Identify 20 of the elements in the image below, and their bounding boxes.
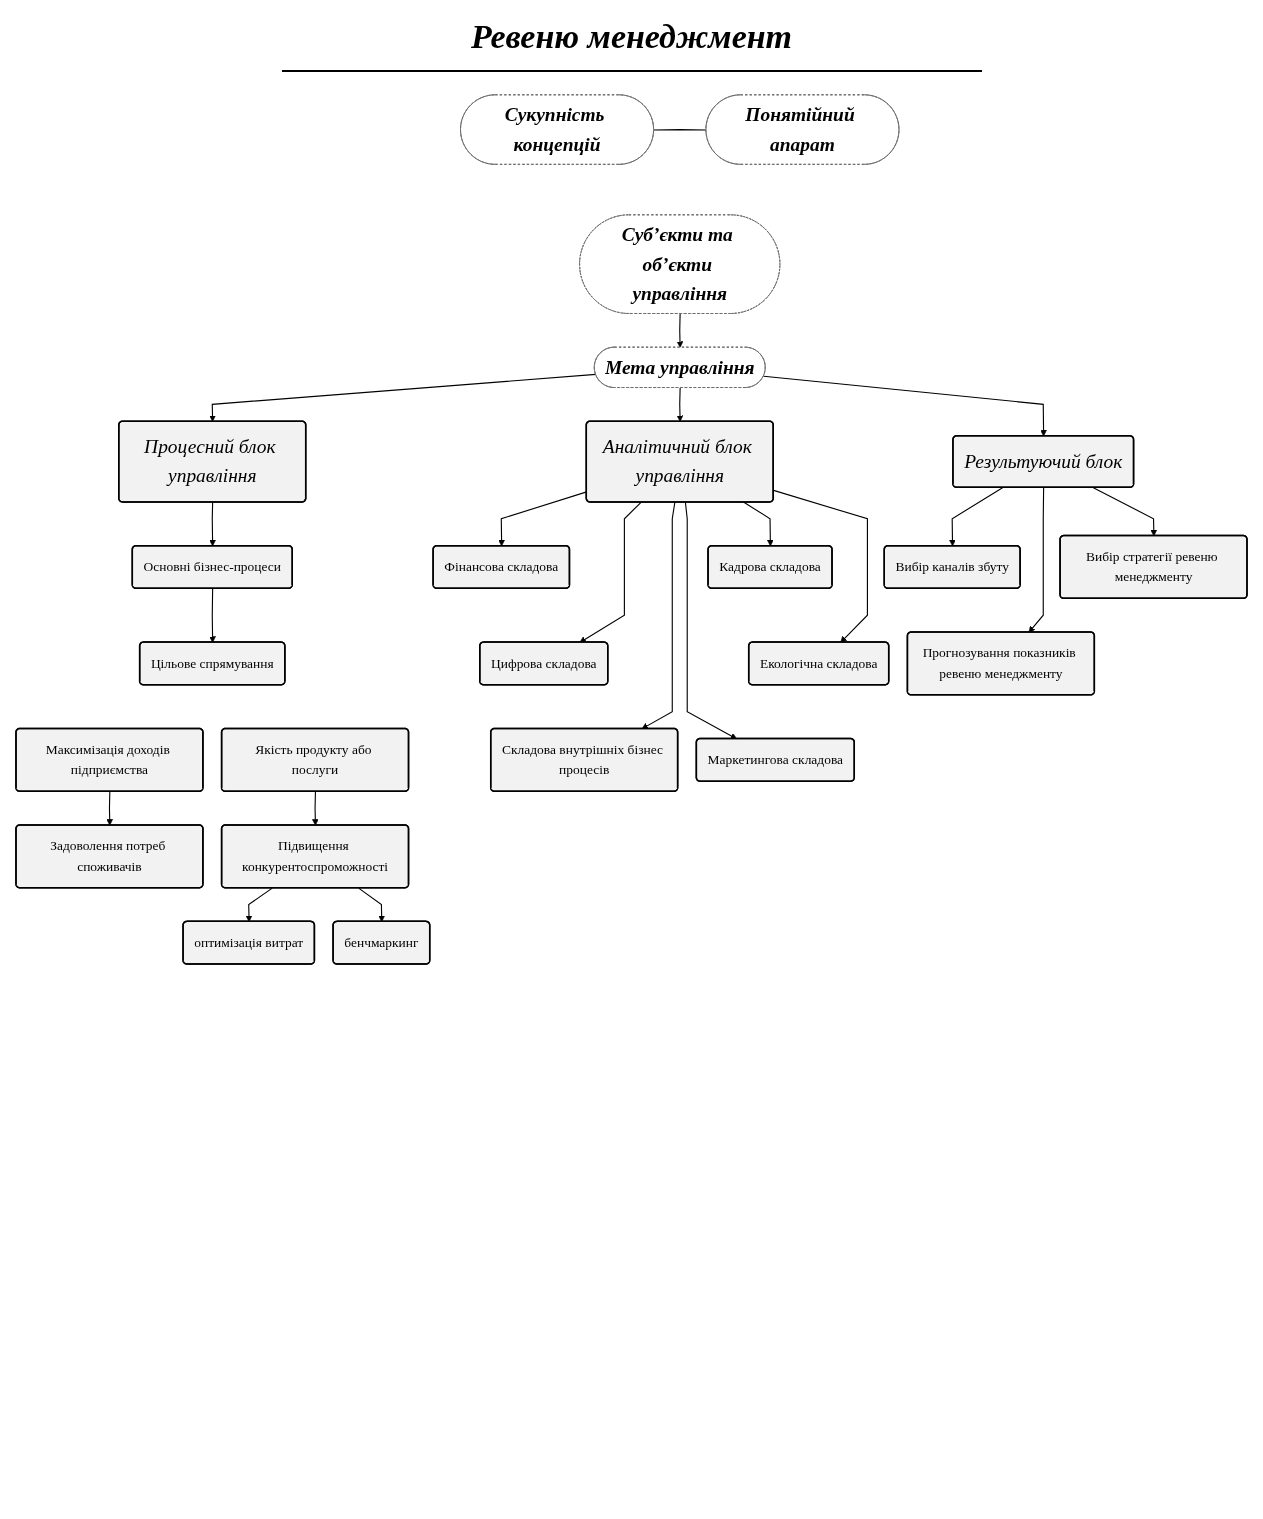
arrow [949,487,1004,547]
arrow [773,489,868,643]
arrow [1028,487,1045,633]
arrow [209,588,216,643]
arrow [743,501,774,547]
arrow [312,791,319,826]
arrow [641,501,676,730]
arrow [106,791,113,826]
arrow [676,313,684,348]
connector [653,129,707,131]
arrow [1092,487,1158,537]
arrow [209,501,216,547]
arrow [684,501,738,740]
arrow [763,375,1047,437]
arrow [579,501,642,643]
arrow [676,387,684,422]
arrow [245,887,273,923]
arrow [358,887,385,923]
diagram-title: Ревеню менеджмент [281,18,982,72]
arrow [209,373,597,422]
